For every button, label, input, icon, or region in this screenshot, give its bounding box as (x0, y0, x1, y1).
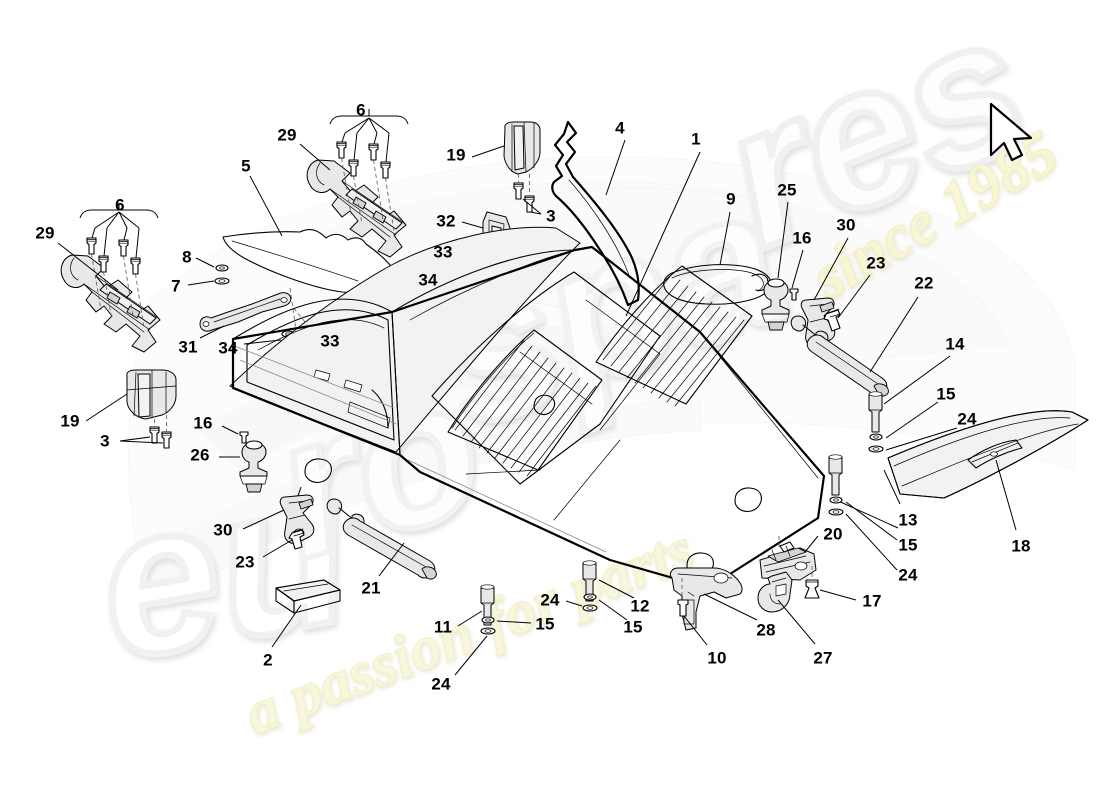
callout-label-29: 29 (277, 125, 297, 145)
callout-label-3: 3 (100, 431, 110, 451)
callout-label-19: 19 (446, 145, 466, 165)
callout-label-18: 18 (1011, 536, 1031, 556)
callout-label-15: 15 (535, 614, 555, 634)
callout-label-31: 31 (178, 337, 198, 357)
callout-label-11: 11 (433, 617, 453, 637)
part-27-latch-hook (757, 571, 793, 613)
leader-27 (777, 599, 816, 645)
part-18-panel (887, 410, 1089, 499)
callout-label-10: 10 (707, 648, 727, 668)
part-29-hinge-upper (306, 159, 407, 258)
callout-label-23: 23 (235, 552, 255, 572)
leader-2 (271, 604, 302, 648)
callout-label-16: 16 (193, 413, 213, 433)
leader-21 (378, 542, 405, 577)
part-29-hinge-left (60, 254, 161, 353)
part-19-buffer-lower (126, 369, 177, 420)
callout-label-33: 33 (433, 242, 453, 262)
part-21-gas-strut-left (326, 498, 437, 580)
svg-text:eu: eu (82, 430, 364, 704)
mouse-pointer-icon (989, 102, 1033, 162)
leader-29-upper (299, 143, 331, 171)
callout-label-26: 26 (190, 445, 210, 465)
callout-label-29: 29 (35, 223, 55, 243)
leader-9 (719, 211, 731, 266)
callout-label-28: 28 (756, 620, 776, 640)
louver-group-right (595, 265, 753, 407)
callout-label-6: 6 (356, 100, 366, 120)
callout-label-15: 15 (898, 535, 918, 555)
callout-label-24: 24 (898, 565, 918, 585)
callout-label-34: 34 (218, 338, 238, 358)
callout-label-22: 22 (914, 273, 934, 293)
part-10-bolt (677, 578, 708, 646)
callout-label-4: 4 (615, 118, 625, 138)
callout-label-6: 6 (115, 195, 125, 215)
callout-label-17: 17 (862, 591, 882, 611)
callout-label-2: 2 (263, 650, 273, 670)
leader-13 (883, 469, 901, 505)
callout-label-24: 24 (431, 674, 451, 694)
callout-label-8: 8 (182, 247, 192, 267)
part-26-ball-stud (239, 440, 268, 493)
callout-label-9: 9 (726, 189, 736, 209)
part-31-arm-bracket (199, 292, 292, 332)
callout-label-19: 19 (60, 411, 80, 431)
leader-22 (869, 296, 919, 373)
callout-label-20: 20 (823, 524, 843, 544)
callout-label-33: 33 (320, 331, 340, 351)
callout-label-15: 15 (623, 617, 643, 637)
callout-label-21: 21 (361, 578, 381, 598)
part-4-weatherstrip (551, 120, 640, 307)
part-23-bolt-right (823, 308, 841, 332)
part-5-trim-panel (222, 229, 401, 294)
callout-label-25: 25 (777, 180, 797, 200)
leader-20 (804, 535, 819, 553)
callout-label-13: 13 (898, 510, 918, 530)
callout-label-3: 3 (546, 206, 556, 226)
callout-label-5: 5 (241, 156, 251, 176)
callout-label-27: 27 (813, 648, 833, 668)
callout-label-12: 12 (630, 596, 650, 616)
leader-29-left (57, 242, 119, 291)
part-2-foam-block (275, 579, 341, 614)
callout-label-34: 34 (418, 270, 438, 290)
callout-label-14: 14 (945, 334, 965, 354)
louver-group-left (447, 329, 603, 477)
callout-label-1: 1 (691, 129, 701, 149)
callout-label-23: 23 (866, 253, 886, 273)
part-25-ball-stud (761, 278, 790, 331)
callout-label-24: 24 (540, 590, 560, 610)
leader-4 (605, 139, 626, 196)
leader-1 (625, 151, 701, 317)
callout-label-30: 30 (213, 520, 233, 540)
leader-18 (995, 459, 1017, 531)
part-1-engine-lid (229, 226, 826, 590)
part-16-screw-upper (789, 288, 799, 301)
callout-label-7: 7 (171, 276, 181, 296)
callout-label-16: 16 (792, 228, 812, 248)
part-22-gas-strut-right (790, 315, 889, 397)
part-19-buffer-upper (503, 121, 541, 175)
part-28-striker-plate (669, 567, 743, 631)
part-23-bolt-left (288, 528, 305, 550)
part-6-bolts-left (79, 203, 159, 329)
part-16-screw-lower (239, 431, 249, 444)
part-17-bolt (804, 566, 857, 601)
part-3-bolts-upper (513, 174, 542, 215)
part-3-bolts-lower (119, 415, 172, 449)
part-20-latch (759, 536, 817, 581)
leader-5 (249, 175, 283, 237)
callout-label-32: 32 (436, 211, 456, 231)
watermark-brand: eu ro spa res (79, 0, 1059, 708)
callout-label-30: 30 (836, 215, 856, 235)
callout-label-15: 15 (936, 384, 956, 404)
callout-label-24: 24 (957, 409, 977, 429)
part-6-bolts-upper (329, 109, 409, 233)
